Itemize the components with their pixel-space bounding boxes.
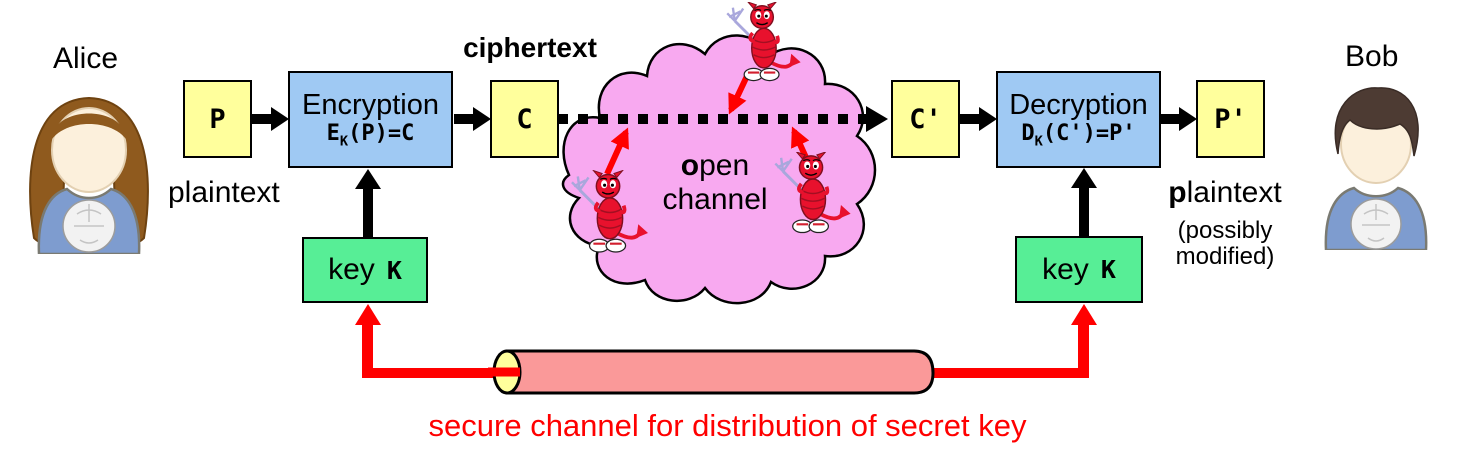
open-channel-cloud: [561, 34, 877, 305]
secure-channel-caption: secure channel for distribution of secre…: [428, 408, 1027, 443]
encryption-title: Encryption: [301, 88, 439, 121]
encryption-box: Encryption EK(P)=C: [288, 71, 453, 168]
secure-path-right-horizontal: [930, 368, 1088, 378]
plaintext-p-box: P: [183, 80, 252, 158]
devil-icon: [722, 2, 804, 82]
secure-path-right-vertical: [1078, 323, 1089, 378]
alice-label: Alice: [53, 42, 119, 75]
devil-icon: [772, 152, 852, 234]
ciphertext-label: ciphertext: [463, 32, 597, 63]
key-box-right: key K: [1015, 236, 1143, 303]
arrow-p-to-encryption-head: [271, 107, 289, 131]
open-channel-label: open channel: [662, 149, 768, 216]
alice-avatar: [29, 96, 149, 254]
arrow-key-to-decryption-head: [1071, 168, 1097, 188]
secure-channel-tube: [488, 349, 935, 395]
arrow-key-to-encryption-head: [355, 169, 381, 189]
key-box-left: key K: [302, 237, 428, 303]
secure-path-left-horizontal: [362, 368, 505, 378]
decryption-title: Decryption: [1009, 88, 1148, 121]
arrow-key-to-encryption: [363, 188, 373, 237]
arrow-key-to-decryption: [1079, 187, 1089, 236]
secure-path-left-vertical: [362, 323, 373, 378]
arrow-p-to-encryption: [251, 114, 273, 124]
arrow-decryption-to-pprime-head: [1179, 107, 1197, 131]
recovered-plaintext-box: P': [1196, 80, 1265, 158]
decryption-formula: DK(C')=P': [1021, 121, 1136, 150]
arrow-encryption-to-c-head: [473, 107, 491, 131]
c-box-letter: C: [516, 103, 533, 135]
encryption-formula: EK(P)=C: [326, 121, 415, 150]
c-prime-box-letter: C': [909, 103, 942, 135]
arrow-cprime-to-decryption-head: [979, 107, 997, 131]
received-ciphertext-box: C': [891, 80, 960, 158]
ciphertext-c-box: C: [490, 80, 559, 158]
arrow-decryption-to-pprime: [1161, 114, 1180, 124]
devil-icon: [570, 170, 648, 254]
arrow-cprime-to-decryption: [959, 114, 980, 124]
p-box-letter: P: [209, 103, 226, 135]
bob-label: Bob: [1345, 40, 1399, 73]
p-prime-box-letter: P': [1214, 103, 1247, 135]
dotted-channel-line: [558, 114, 866, 124]
decryption-box: Decryption DK(C')=P': [996, 71, 1161, 168]
dotted-channel-line-head: [866, 106, 888, 132]
secure-path-left-head: [355, 304, 381, 325]
arrow-encryption-to-c: [454, 114, 474, 124]
secure-path-right-head: [1071, 304, 1097, 325]
plaintext-left-label: plaintext: [168, 176, 280, 209]
plaintext-right-label: plaintext (possibly modified): [1168, 176, 1282, 270]
bob-avatar: [1324, 87, 1428, 250]
